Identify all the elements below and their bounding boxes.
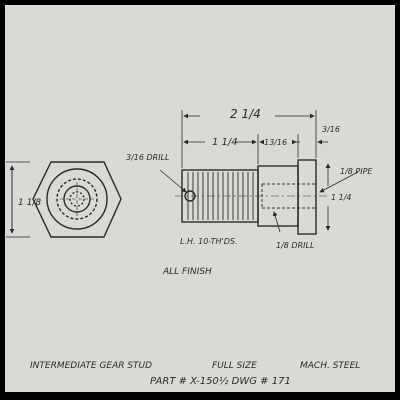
flange-thickness-label: 3/16 (322, 125, 340, 134)
drawing-sheet (5, 5, 395, 392)
dimension-lines (159, 110, 359, 233)
thread-label: L.H. 10-TH'DS. (180, 237, 237, 246)
end-view (6, 161, 122, 238)
pipe-tap-label: 1/8 PIPE (340, 167, 373, 176)
hex-thread-circle (56, 178, 98, 220)
drawing-material: MACH. STEEL (300, 361, 360, 371)
flange (297, 159, 317, 235)
bore-dia-label: 1 1/4 (331, 193, 352, 202)
hex-length-label: 1 1/4 (212, 137, 238, 148)
drawing-title: INTERMEDIATE GEAR STUD (30, 361, 152, 371)
hex-across-flats-label: 1 1/8 (18, 198, 41, 208)
hex-outline (32, 161, 122, 238)
shoulder-length-label: 13/16 (264, 138, 287, 147)
hex-outer-circle (46, 168, 108, 230)
finish-note: ALL FINISH (162, 267, 212, 277)
overall-length-label: 2 1/4 (230, 107, 261, 121)
drawing-scale: FULL SIZE (212, 361, 257, 371)
small-drill-label: 1/8 DRILL (276, 241, 314, 250)
drill-hole-label: 3/16 DRILL (126, 153, 170, 162)
part-number: PART # X-150½ DWG # 171 (150, 375, 291, 387)
side-view (175, 159, 330, 235)
